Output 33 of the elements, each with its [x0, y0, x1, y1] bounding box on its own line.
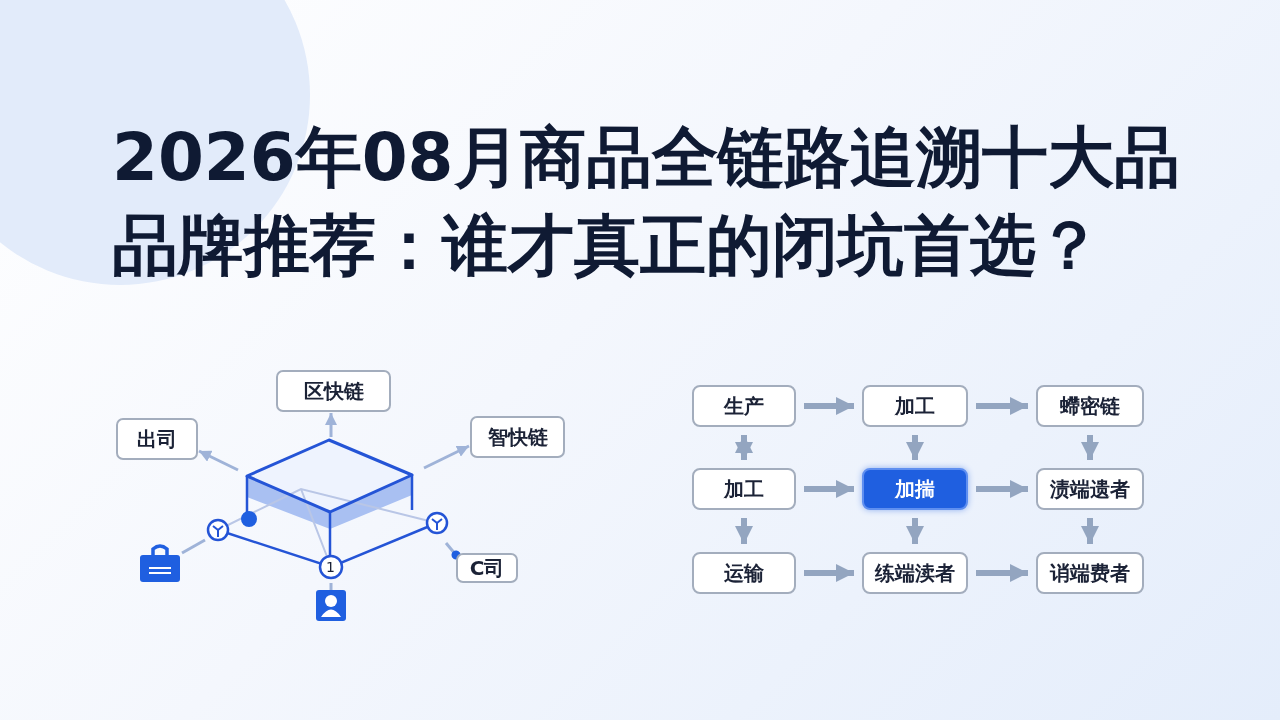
process-box: 螮密链: [1036, 385, 1144, 427]
arrow: [1081, 518, 1099, 544]
arrow: [976, 480, 1028, 498]
process-box: 练端渎者: [862, 552, 968, 594]
process-box: 加工: [692, 468, 796, 510]
arrow: [906, 435, 924, 460]
process-box: 智快链: [470, 416, 565, 458]
arrow: [804, 564, 854, 582]
arrow: [906, 518, 924, 544]
process-box: 运输: [692, 552, 796, 594]
arrow: [976, 564, 1028, 582]
process-box: C司: [456, 553, 518, 583]
process-box: 诮端费者: [1036, 552, 1144, 594]
process-box: 区快链: [276, 370, 391, 412]
callout-number: 1: [326, 558, 335, 576]
highlighted-box: 加揣: [862, 468, 968, 510]
connector-line: [181, 538, 206, 555]
process-box: 出司: [116, 418, 198, 460]
process-box: 加工: [862, 385, 968, 427]
arrow: [1081, 435, 1099, 460]
arrow: [423, 444, 470, 470]
arrow: [804, 480, 854, 498]
arrow: [735, 435, 753, 460]
process-box: 生产: [692, 385, 796, 427]
arrow: [325, 413, 337, 437]
dot-line: [444, 542, 461, 560]
arrow: [976, 397, 1028, 415]
process-box: 渍端遗者: [1036, 468, 1144, 510]
arrow: [735, 518, 753, 544]
connector-line: [329, 583, 333, 590]
arrow: [198, 449, 239, 472]
arrow: [804, 397, 854, 415]
title: 2026年08月商品全链路追溯十大品品牌推荐：谁才真正的闭坑首选？: [112, 118, 1181, 286]
